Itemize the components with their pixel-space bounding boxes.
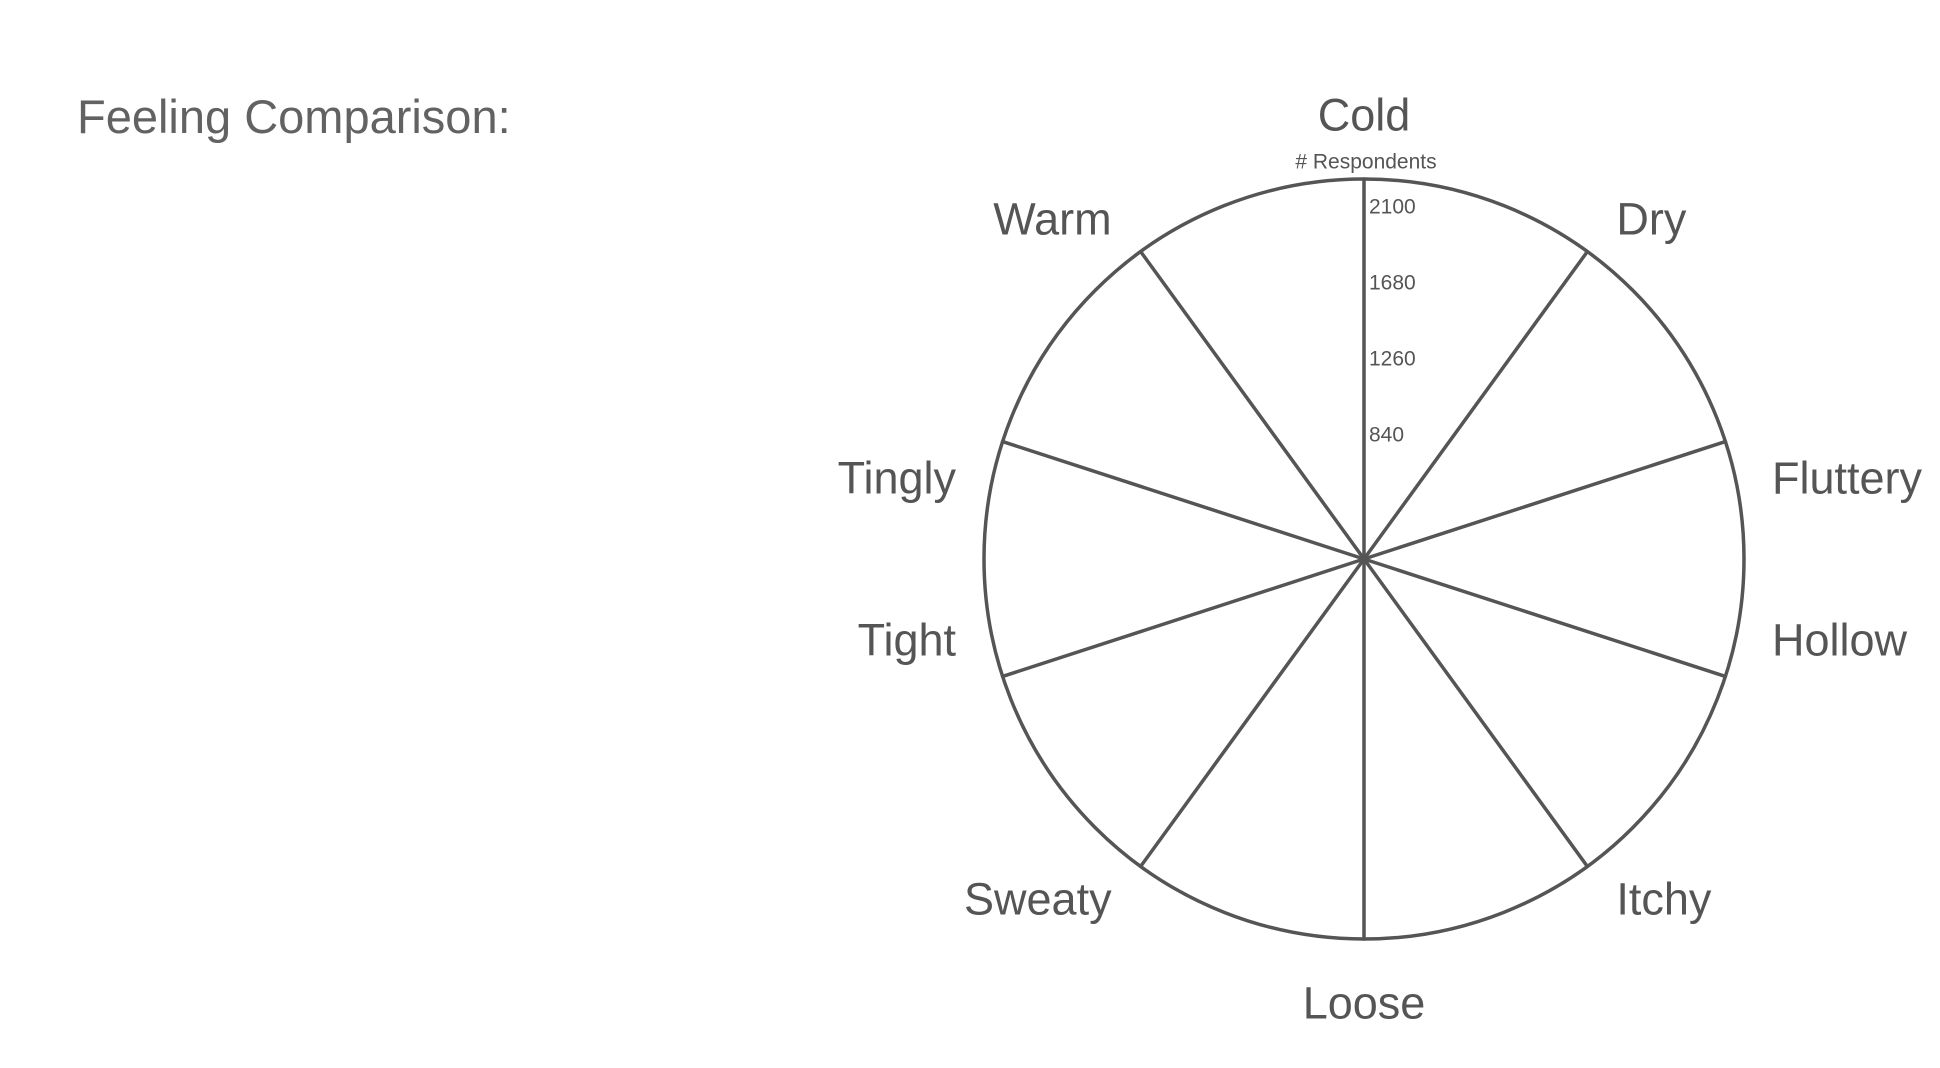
tick-label-840: 840 <box>1369 424 1404 447</box>
spoke-fluttery <box>1362 439 1728 561</box>
category-label-loose: Loose <box>1303 978 1426 1029</box>
page-title: Feeling Comparison: <box>77 90 511 143</box>
spoke-itchy <box>1362 557 1590 869</box>
radial-axis-title: # Respondents <box>1295 151 1436 174</box>
category-label-fluttery: Fluttery <box>1772 453 1923 504</box>
radial-tick-labels: 840 1260 1680 2100 <box>1369 196 1416 447</box>
spoke-warm <box>1138 249 1366 561</box>
spoke-tingly <box>1000 439 1366 561</box>
tick-label-1680: 1680 <box>1369 272 1416 295</box>
category-label-warm: Warm <box>993 194 1111 245</box>
category-label-cold: Cold <box>1318 90 1411 141</box>
category-label-tight: Tight <box>858 615 957 666</box>
category-label-tingly: Tingly <box>838 453 957 504</box>
tick-label-1260: 1260 <box>1369 348 1416 371</box>
category-label-itchy: Itchy <box>1616 873 1712 924</box>
spoke-dry <box>1362 249 1590 561</box>
tick-label-2100: 2100 <box>1369 196 1416 219</box>
category-label-hollow: Hollow <box>1772 615 1908 666</box>
spoke-sweaty <box>1138 557 1366 869</box>
category-label-dry: Dry <box>1616 194 1686 245</box>
spoke-hollow <box>1362 557 1728 679</box>
spoke-tight <box>1000 557 1366 679</box>
category-label-sweaty: Sweaty <box>964 873 1112 924</box>
radar-spokes <box>1000 177 1728 941</box>
